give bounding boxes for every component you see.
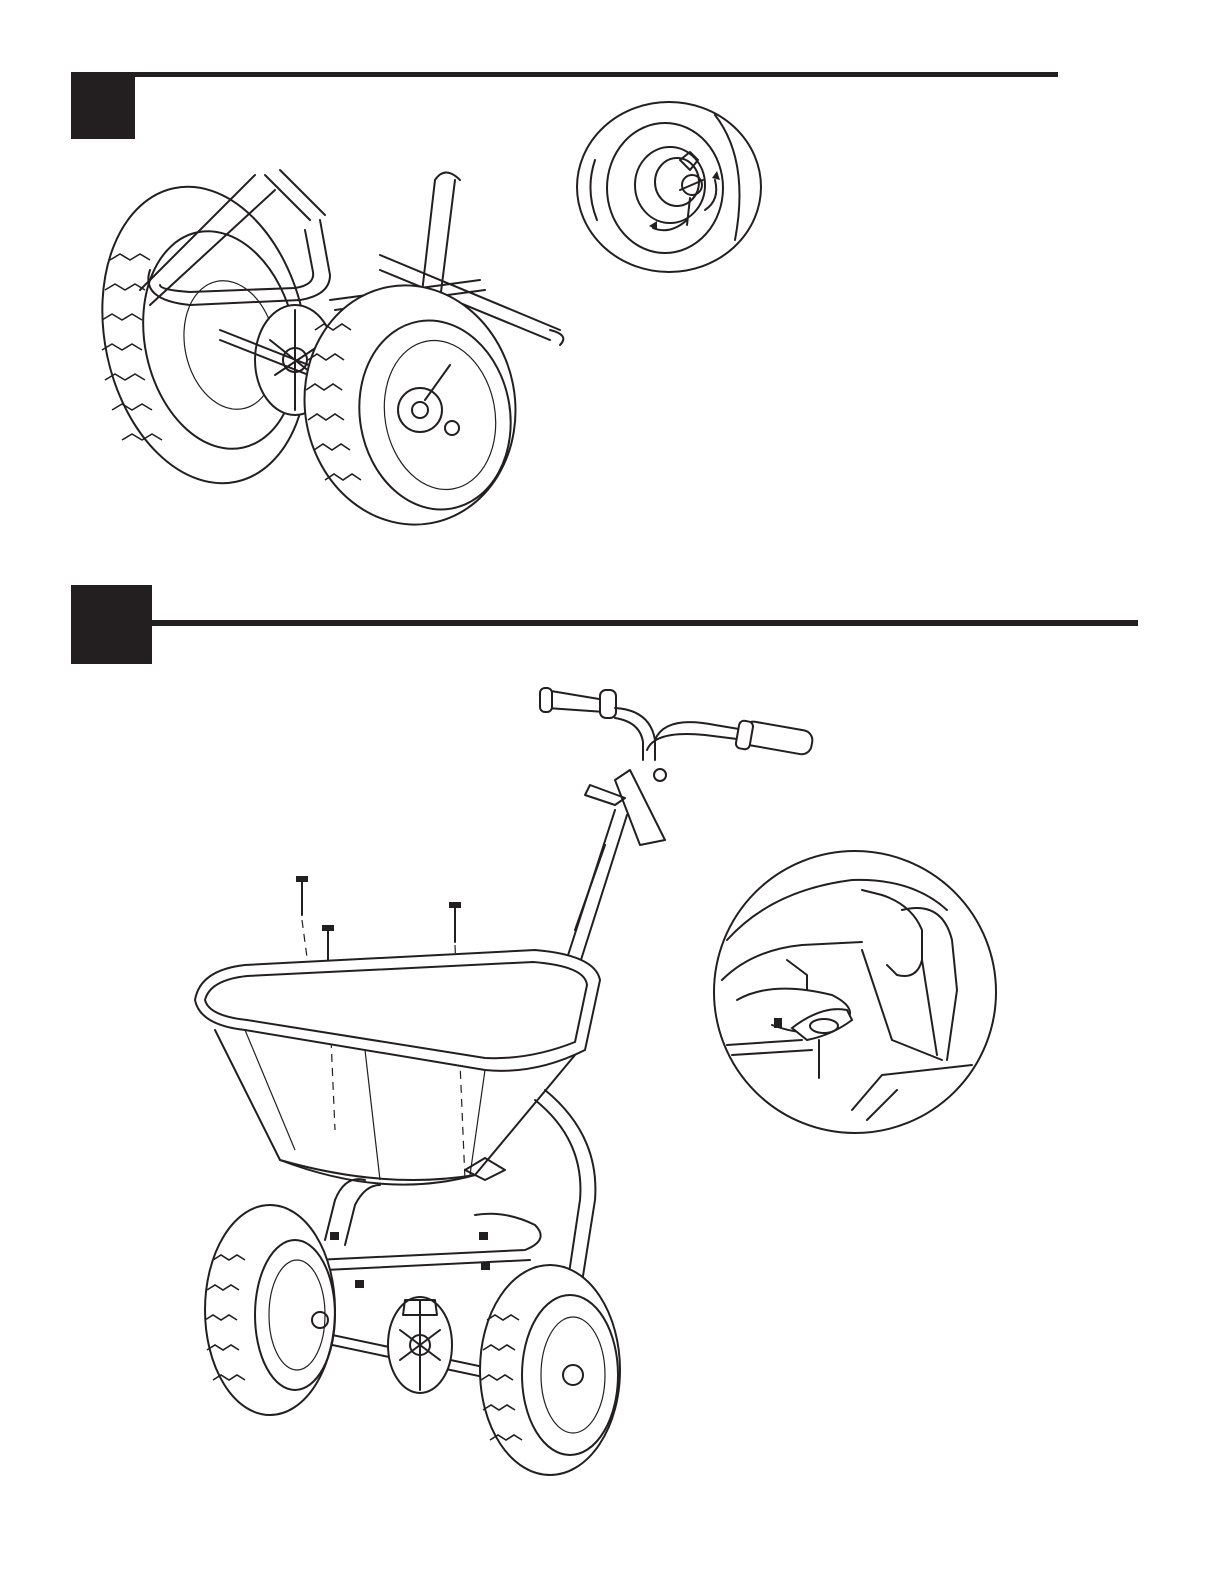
rotate-arrow-icon <box>705 180 716 210</box>
gearbox <box>388 1297 452 1393</box>
cotter-pin-detail-circle <box>575 100 765 275</box>
hopper-bolt-detail-circle <box>712 850 998 1135</box>
hopper <box>195 950 600 1185</box>
left-wheel <box>205 1205 335 1415</box>
bolt-icon <box>296 876 308 915</box>
right-wheel <box>480 1265 620 1475</box>
nut-icon <box>355 1280 364 1288</box>
step-2-rule <box>152 620 1138 626</box>
step-2-number-box <box>71 585 152 664</box>
step-1-rule <box>135 72 1058 77</box>
bolt-icon <box>449 902 461 942</box>
right-wheel <box>286 269 534 542</box>
nut-icon <box>479 1232 488 1240</box>
nut-icon <box>330 1232 339 1240</box>
nut-icon <box>481 1262 490 1270</box>
wheel-axle-illustration <box>80 160 580 540</box>
bolt-icon <box>322 925 334 965</box>
step-1-number-box <box>71 72 135 139</box>
